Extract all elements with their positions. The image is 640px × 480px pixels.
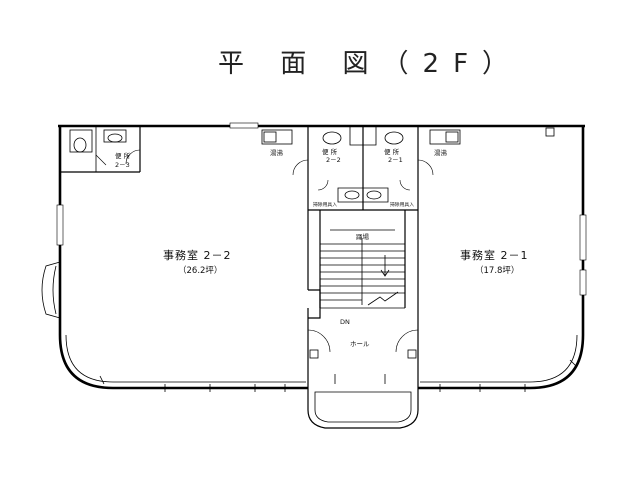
storage-right-label: 掃除用具入 — [390, 201, 414, 208]
office-2-2-name: 事務室 2－2 — [163, 248, 232, 262]
window-left-1 — [56, 204, 64, 246]
toilet-2-2-number: 2－2 — [326, 156, 341, 164]
stair-arrow — [380, 255, 390, 277]
toilet-2-2-label: 便 所 — [322, 147, 338, 156]
window-mullions — [99, 359, 577, 392]
balcony — [307, 388, 419, 429]
toilet-2-1-label: 便 所 — [384, 147, 400, 156]
outer-wall-bottom-right — [418, 334, 585, 390]
inner-wall-bottom-right — [420, 334, 578, 383]
inner-wall-bottom-left — [65, 334, 306, 383]
hall-label: ホール — [350, 340, 370, 348]
kitchenette-right-label: 湯沸 — [434, 148, 448, 157]
stairwell: 踊場 DN — [308, 210, 406, 326]
toilet-2-3: 便 所 2－3 — [60, 126, 141, 173]
window-right-2 — [579, 269, 587, 296]
toilet-2-3-number: 2－3 — [115, 161, 130, 169]
window-right-1 — [579, 214, 587, 261]
window-top-1 — [229, 122, 259, 129]
stair-treads-right — [362, 243, 405, 294]
plan-title: 平 面 図（2F） — [218, 49, 522, 79]
column-marker — [545, 127, 555, 137]
bay-window-left-inner — [52, 265, 57, 315]
storage-left-label: 掃除用具入 — [313, 201, 337, 208]
office-2-1-area: （17.8坪） — [475, 265, 519, 276]
kitchenette-left-label: 湯沸 — [270, 148, 284, 157]
outer-wall-bottom-left — [58, 334, 308, 390]
down-label: DN — [340, 318, 350, 326]
office-2-2-area: （26.2坪） — [178, 265, 222, 276]
service-core: 湯沸 湯沸 便 所 2－2 便 所 2－1 掃除用具入 掃除用具入 — [261, 126, 461, 211]
landing-label: 踊場 — [356, 232, 370, 241]
bay-window-left — [41, 261, 61, 319]
stair-break — [367, 291, 399, 306]
office-2-1-name: 事務室 2－1 — [460, 248, 529, 262]
hall: ホール — [307, 307, 419, 388]
toilet-2-1-number: 2－1 — [388, 156, 403, 164]
stair-treads-left — [320, 243, 362, 301]
toilet-2-3-label: 便 所 — [115, 151, 131, 160]
